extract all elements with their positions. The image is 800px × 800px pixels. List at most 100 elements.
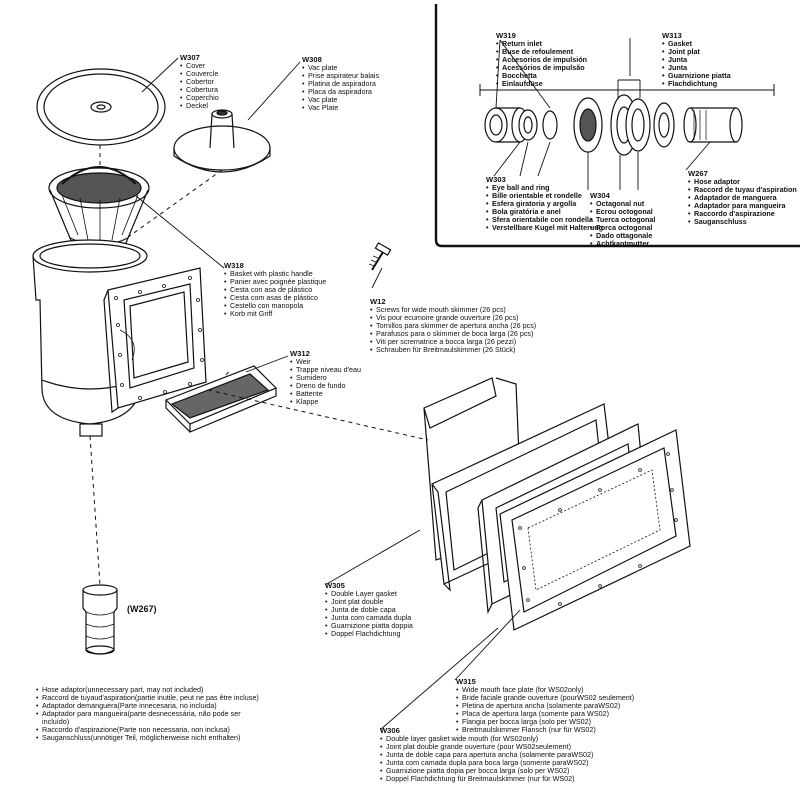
label-w303-item: Esfera giratoria y argolla (486, 200, 603, 209)
hose-note-item: Sauganschluss(unnötiger Teil, möglicherw… (36, 734, 266, 743)
hose-note-item: Adaptador para mangueira(parte desnecess… (36, 710, 266, 726)
label-w313-item: Gasket (662, 40, 731, 49)
label-w318-item: Cesta com asas de plástico (224, 294, 326, 303)
label-w315-item: Breitmaulskimmer Flansch (nur für WS02) (456, 726, 634, 735)
label-w305-item: Junta de doble capa (325, 606, 413, 615)
label-w315-item: Wide mouth face plate (for WS02only) (456, 686, 634, 695)
face-plates-part (423, 377, 691, 631)
label-w313-item: Junta (662, 64, 731, 73)
label-w304-item: Achtkantmutter (590, 240, 655, 249)
label-w312-code: W312 (290, 349, 310, 358)
label-w308-item: Vac plate (302, 64, 379, 73)
label-w267-code: W267 (688, 169, 708, 178)
label-w308-item: Vac plate (302, 96, 379, 105)
label-w319-item: Bocchetta (496, 72, 587, 81)
label-w308-item: Vac Plate (302, 104, 379, 113)
label-w308-item: Prise aspirateur balais (302, 72, 379, 81)
label-w319-item: Einlaufdüse (496, 80, 587, 89)
hose-note-item: Raccordo d'aspirazione(Parte non necessa… (36, 726, 266, 735)
label-w319: W319 Return inlet Buse de refoulement Ac… (496, 31, 587, 89)
label-w304-item: Ecrou octogonal (590, 208, 655, 217)
label-w313-item: Guarnizione piatta (662, 72, 731, 81)
label-w303-item: Eye ball and ring (486, 184, 603, 193)
label-w306-item: Guarnizione piatta dopia per bocca larga… (380, 767, 593, 776)
label-w12-item: Schrauben für Breitmaulskimmer (26 Stück… (370, 346, 536, 355)
label-w304-item: Octagonal nut (590, 200, 655, 209)
label-w308-item: Placa da aspiradora (302, 88, 379, 97)
label-w303-item: Sfera orientabile con rondella (486, 216, 603, 225)
label-w308-item: Platina de aspiradora (302, 80, 379, 89)
label-w305: W305 Double Layer gasket Joint plat doub… (325, 582, 413, 639)
label-w318: W318 Basket with plastic handle Panier a… (224, 261, 326, 319)
label-w267-item: Adaptador para mangueira (688, 202, 797, 211)
label-w312: W312 Weir Trappe niveau d'eau Sumidero D… (290, 349, 361, 407)
label-w315-item: Bride faciale grande ouverture (pourWS02… (456, 694, 634, 703)
hose-note-item: Raccord de tuyaud'aspiration(partie inut… (36, 694, 266, 703)
label-w307-item: Cobertura (180, 86, 219, 95)
label-w319-item: Accesorios de impulsión (496, 56, 587, 65)
label-w319-code: W319 (496, 31, 516, 40)
hose-note-item: Hose adaptor(unnecessary part, may not i… (36, 686, 266, 695)
hose-note-item: Adaptador demanguera(Parte innecesaria, … (36, 702, 266, 711)
label-w307-item: Couvercle (180, 70, 219, 79)
label-w303-item: Verstellbare Kugel mit Halterung (486, 224, 603, 233)
label-w306-item: Doppel Flachdichtung für Breitmaulskimme… (380, 775, 593, 784)
label-w304-code: W304 (590, 191, 610, 200)
label-w307-item: Coperchio (180, 94, 219, 103)
label-w304-item: Dado ottagonale (590, 232, 655, 241)
label-w12-item: Screws for wide mouth skimmer (26 pcs) (370, 306, 536, 315)
hose-note: Hose adaptor(unnecessary part, may not i… (36, 686, 266, 743)
label-w307: W307 Cover Couvercle Cobertor Cobertura … (180, 54, 219, 111)
inset-frame (434, 4, 800, 248)
label-w318-item: Panier avec poignée plastique (224, 278, 326, 287)
label-w318-code: W318 (224, 261, 244, 270)
label-w313: W313 Gasket Joint plat Junta Junta Guarn… (662, 31, 731, 89)
label-w312-item: Battente (290, 390, 361, 399)
label-w303: W303 Eye ball and ring Bille orientable … (486, 175, 603, 233)
label-w304-item: Tuerca octogonal (590, 216, 655, 225)
label-w307-item: Deckel (180, 102, 219, 111)
label-w12: W12 Screws for wide mouth skimmer (26 pc… (370, 298, 536, 355)
label-w306-item: Double layer gasket wide mouth (for WS02… (380, 735, 593, 744)
label-w319-item: Buse de refoulement (496, 48, 587, 57)
label-w307-item: Cover (180, 62, 219, 71)
label-w304: W304 Octagonal nut Ecrou octogonal Tuerc… (590, 191, 655, 249)
label-w315-item: Placa de apertura larga (somente para WS… (456, 710, 634, 719)
label-w306-item: Junta com camada dupla para boca larga (… (380, 759, 593, 768)
label-w304-item: Porca octogonal (590, 224, 655, 233)
label-w305-item: Guarnizione piatta doppia (325, 622, 413, 631)
label-w312-item: Sumidero (290, 374, 361, 383)
label-w312-item: Dreno de fundo (290, 382, 361, 391)
label-w303-code: W303 (486, 175, 506, 184)
label-w267: W267 Hose adaptor Raccord de tuyau d'asp… (688, 169, 797, 227)
label-w313-item: Flachdichtung (662, 80, 731, 89)
label-w315-item: Flangia per bocca larga (solo per WS02) (456, 718, 634, 727)
label-w313-item: Joint plat (662, 48, 731, 57)
skimmer-body-part (32, 239, 207, 437)
assembly-lines (89, 145, 429, 586)
label-w303-item: Bille orientable et rondelle (486, 192, 603, 201)
weir-part (164, 365, 278, 433)
label-w308-code: W308 (302, 55, 322, 64)
label-w318-item: Basket with plastic handle (224, 270, 326, 279)
screw-part (368, 242, 392, 271)
label-w12-item: Viti per scrematrice a bocca larga (26 p… (370, 338, 536, 347)
label-w308: W308 Vac plate Prise aspirateur balais P… (302, 55, 379, 113)
label-w315: W315 Wide mouth face plate (for WS02only… (456, 677, 634, 735)
label-w313-item: Junta (662, 56, 731, 65)
leader-lines (135, 38, 711, 731)
label-w12-item: Parafusos para o skimmer de boca larga (… (370, 330, 536, 339)
label-w306-item: Junta de doble capa para apertura ancha … (380, 751, 593, 760)
label-w306-code: W306 (380, 726, 400, 735)
w267-tag: (W267) (127, 604, 157, 614)
label-w267-item: Hose adaptor (688, 178, 797, 187)
label-w312-item: Trappe niveau d'eau (290, 366, 361, 375)
label-w313-code: W313 (662, 31, 682, 40)
label-w312-item: Weir (290, 358, 361, 367)
label-w315-code: W315 (456, 677, 476, 686)
label-w315-item: Pletina de apertura ancha (solamente par… (456, 702, 634, 711)
label-w306-item: Joint plat double grande ouverture (pour… (380, 743, 593, 752)
cover-part (36, 68, 166, 146)
label-w267-item: Raccord de tuyau d'aspiration (688, 186, 797, 195)
label-w305-item: Double Layer gasket (325, 590, 413, 599)
